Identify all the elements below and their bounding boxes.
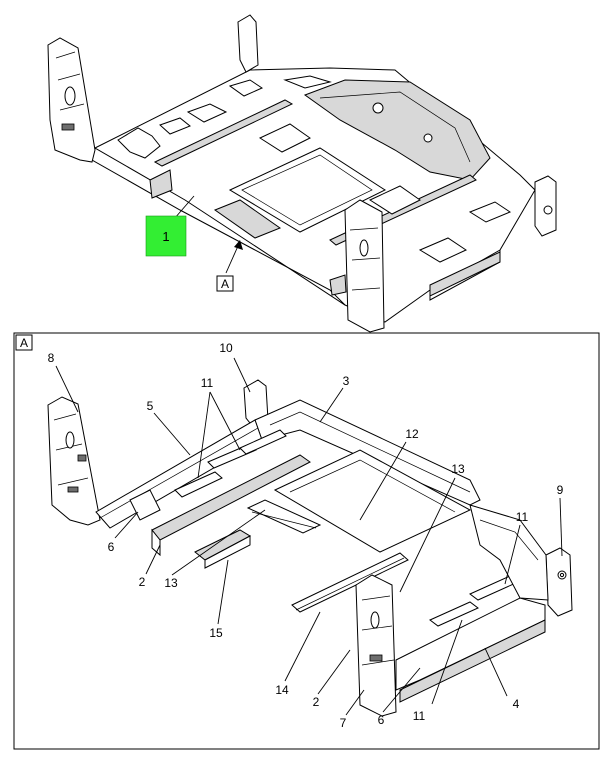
callout-labels: 8 10 3 11 5 12 13 9 11 6 2 13 15 14 2 7 … [48, 341, 564, 730]
callout-11-right: 11 [516, 510, 529, 524]
callout-11-bottom: 11 [413, 709, 426, 723]
callout-14: 14 [275, 683, 289, 697]
callout-10: 10 [219, 341, 233, 355]
callout-7: 7 [340, 716, 347, 730]
item-1-label: 1 [162, 229, 169, 244]
view-a-marker-top-label: A [221, 277, 229, 291]
callout-12: 12 [405, 427, 419, 441]
item-1-callout[interactable] [145, 215, 187, 257]
callout-5: 5 [147, 399, 154, 413]
callout-15: 15 [209, 626, 223, 640]
view-a-marker-top[interactable] [216, 275, 234, 292]
callout-13-left: 13 [164, 576, 178, 590]
detail-view-a: A [13, 332, 600, 750]
callout-6-right: 6 [378, 713, 385, 727]
callout-13-right: 13 [451, 462, 465, 476]
floor-assembly-overview: 1 A [47, 14, 557, 333]
view-a-marker-detail-label: A [20, 336, 28, 350]
view-arrow-icon [234, 240, 243, 250]
callout-8: 8 [48, 351, 55, 365]
view-a-marker-detail [15, 334, 33, 351]
callout-4: 4 [513, 697, 520, 711]
callout-11-top: 11 [201, 376, 214, 390]
callout-6-left: 6 [108, 540, 115, 554]
leader-lines [55, 357, 563, 716]
callout-2-left: 2 [139, 575, 146, 589]
callout-3: 3 [343, 374, 350, 388]
callout-2-right: 2 [313, 695, 320, 709]
detail-view-frame [13, 332, 600, 750]
callout-9: 9 [557, 483, 564, 497]
